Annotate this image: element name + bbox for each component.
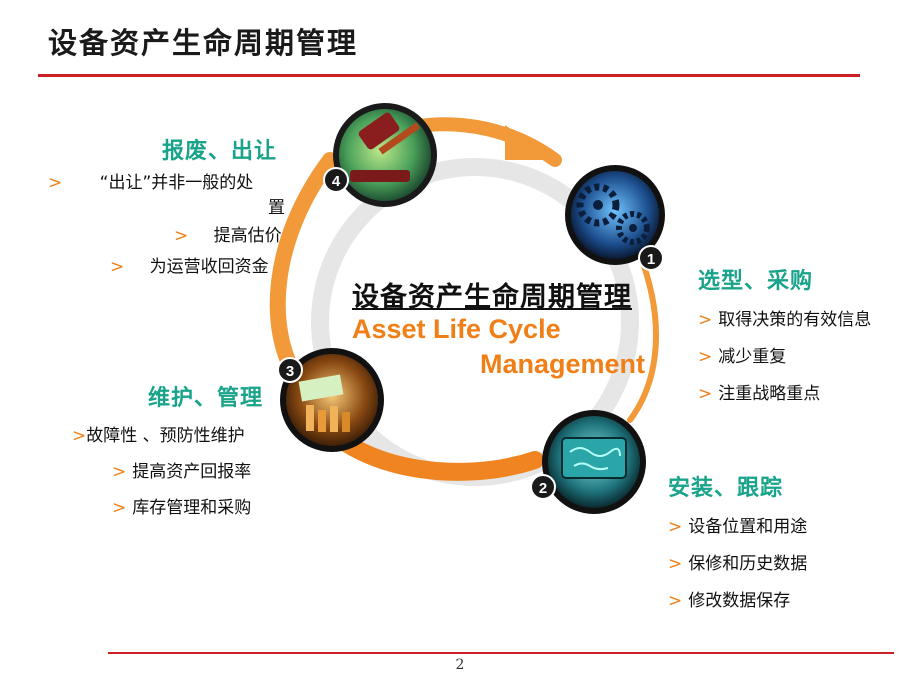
stage-4-number: 4 <box>332 173 341 190</box>
stage-4-item: > “出让”并非一般的处 <box>48 168 253 193</box>
bullet-marker: > <box>698 310 713 330</box>
stage-3-item-text: 库存管理和采购 <box>132 498 252 518</box>
page-number: 2 <box>455 657 465 673</box>
center-title-en-line2: Management <box>480 349 646 379</box>
globe-screen-icon <box>542 410 646 514</box>
stage-2-badge <box>530 474 556 500</box>
bullet-marker: > <box>698 347 713 367</box>
stage-3-item-text: 提高资产回报率 <box>132 462 252 482</box>
stage-1-item: >取得决策的有效信息 <box>698 305 871 330</box>
bullet-marker: > <box>72 426 87 446</box>
stage-3-badge <box>277 357 303 383</box>
stage-3-item-text: 故障性 、预防性维护 <box>86 426 245 446</box>
stage-2-item: >修改数据保存 <box>668 586 790 611</box>
stage-1-item-text: 注重战略重点 <box>718 384 821 404</box>
page-title: 设备资产生命周期管理 <box>48 26 359 60</box>
center-title-en-line1: Asset Life Cycle <box>352 314 561 344</box>
stage-4-item-cont: 置 <box>268 198 285 218</box>
stage-2-item-text: 保修和历史数据 <box>688 554 808 574</box>
stage-1-item: >减少重复 <box>698 342 786 367</box>
bullet-marker: > <box>698 384 713 404</box>
stage-3-number: 3 <box>286 363 294 380</box>
arc-right <box>627 252 660 423</box>
bullet-marker: > <box>112 462 127 482</box>
center-title-cn: 设备资产生命周期管理 <box>352 282 632 313</box>
bullet-marker: > <box>112 498 127 518</box>
stage-4-heading: 报废、出让 <box>162 139 278 164</box>
title-divider <box>38 74 860 77</box>
stage-3-item: >库存管理和采购 <box>112 493 251 518</box>
bullet-marker: > <box>174 226 189 246</box>
stage-3-item: >提高资产回报率 <box>112 457 251 482</box>
arc-arrowhead <box>505 125 555 160</box>
stage-1-badge <box>638 245 664 271</box>
bullet-marker: > <box>668 591 683 611</box>
books-icon <box>280 348 384 452</box>
bullet-marker: > <box>668 554 683 574</box>
gears-icon <box>565 165 665 265</box>
stage-2-item-text: 设备位置和用途 <box>688 517 808 537</box>
stage-3-item: >故障性 、预防性维护 <box>72 421 245 446</box>
footer-divider <box>108 652 894 654</box>
gavel-icon <box>333 103 437 207</box>
stage-2-item: >保修和历史数据 <box>668 549 807 574</box>
stage-4-badge <box>323 167 349 193</box>
bullet-marker: > <box>48 173 63 193</box>
stage-1-item-text: 减少重复 <box>718 347 787 367</box>
stage-1-heading: 选型、采购 <box>698 269 814 294</box>
stage-2-heading: 安装、跟踪 <box>668 476 784 501</box>
stage-2-item: >设备位置和用途 <box>668 512 807 537</box>
stage-1-item: >注重战略重点 <box>698 379 820 404</box>
stage-2-item-text: 修改数据保存 <box>688 591 791 611</box>
stage-4-item-text: 提高估价 <box>213 226 282 246</box>
stage-4-item: > 提高估价 <box>174 221 282 246</box>
stage-4-item-text: 为运营收回资金 <box>149 257 269 277</box>
stage-4-item: > 为运营收回资金 <box>110 252 269 277</box>
stage-2-number: 2 <box>539 480 547 497</box>
stage-1-item-text: 取得决策的有效信息 <box>718 310 872 330</box>
stage-1-number: 1 <box>647 251 655 268</box>
stage-4-item-text: “出让”并非一般的处 <box>99 173 254 193</box>
stage-3-heading: 维护、管理 <box>148 386 264 411</box>
bullet-marker: > <box>668 517 683 537</box>
bullet-marker: > <box>110 257 125 277</box>
